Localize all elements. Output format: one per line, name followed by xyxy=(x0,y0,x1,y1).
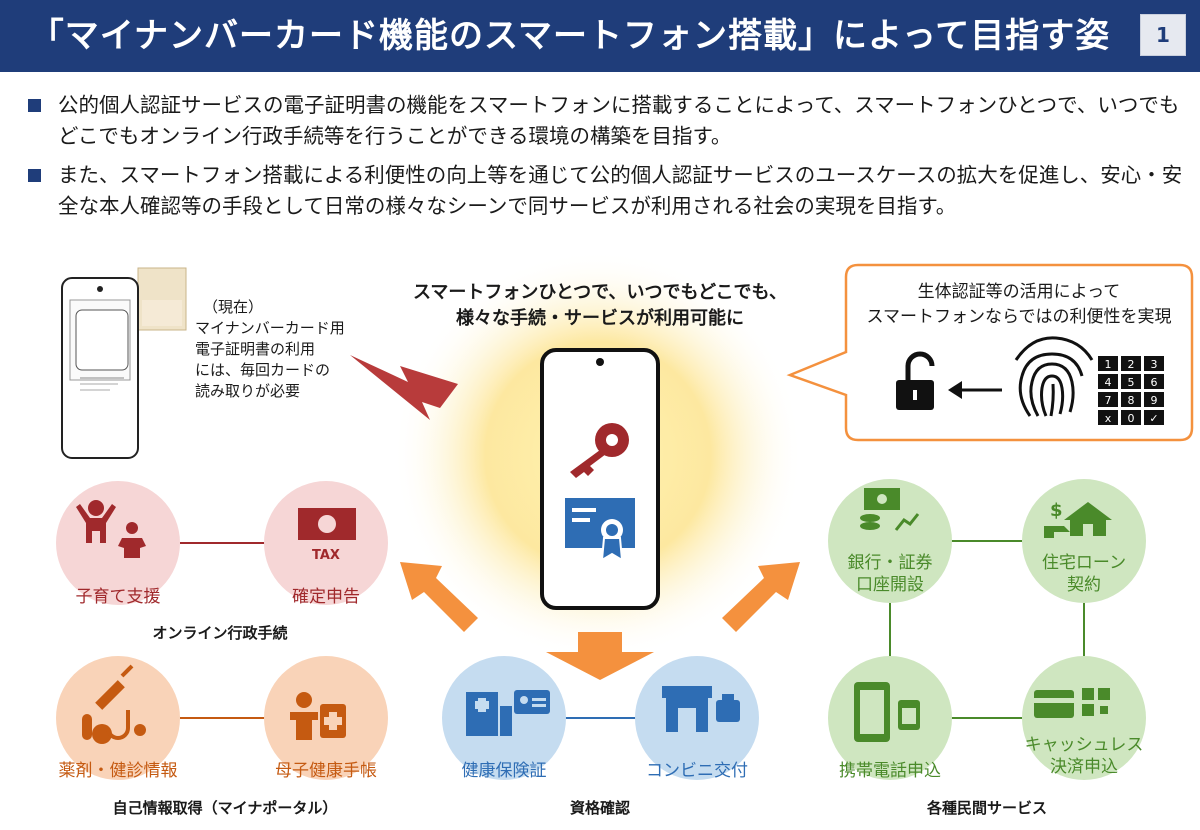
circle-cashless xyxy=(1022,656,1146,780)
label-bank-line2: 口座開設 xyxy=(856,575,924,595)
keypad-key xyxy=(1098,374,1118,389)
label-tax-icon: TAX xyxy=(312,548,340,563)
current-note: （現在） マイナンバーカード用 電子証明書の利用 には、毎回カードの 読み取りが… xyxy=(195,297,345,402)
label-childcare: 子育て支援 xyxy=(75,587,161,607)
central-smartphone xyxy=(540,348,660,610)
key-icon xyxy=(570,423,629,478)
arrow-left-icon xyxy=(948,381,1002,399)
label-tax-return: 確定申告 xyxy=(292,587,360,607)
bullet-item-2: また、スマートフォン搭載による利便性の向上等を通じて公的個人認証サービスのユース… xyxy=(28,160,1188,222)
label-insurance: 健康保険証 xyxy=(461,761,547,781)
keypad-key-label: 8 xyxy=(1128,394,1135,407)
keypad-key-label: 4 xyxy=(1105,376,1112,389)
bubble-text-line2: スマートフォンならではの利便性を実現 xyxy=(866,307,1172,327)
keypad-key-label: 0 xyxy=(1128,412,1135,425)
label-mobile: 携帯電話申込 xyxy=(839,761,941,781)
connector-private xyxy=(889,540,1085,719)
left-arrow xyxy=(400,562,478,632)
hospital-id-icon xyxy=(466,690,550,736)
money-tax-icon xyxy=(298,508,356,540)
certificate-icon xyxy=(565,498,635,562)
label-medical: 薬剤・健診情報 xyxy=(58,761,178,781)
caption-qual: 資格確認 xyxy=(569,799,630,817)
keypad-key-label: 3 xyxy=(1151,358,1158,371)
center-headline-line1: スマートフォンひとつで、いつでもどこでも、 xyxy=(412,282,788,303)
label-convenience: コンビニ交付 xyxy=(646,761,748,781)
circle-bank xyxy=(828,479,952,603)
keypad-key xyxy=(1121,374,1141,389)
baby-book-icon xyxy=(290,692,346,740)
keypad-key xyxy=(1144,356,1164,371)
label-cashless-line1: キャッシュレス xyxy=(1024,735,1144,755)
syringe-pill-icon xyxy=(82,664,146,744)
label-cashless: キャッシュレス 決済申込 xyxy=(1014,734,1154,778)
page-number: 1 xyxy=(1140,14,1186,56)
current-note-line2: マイナンバーカード用 xyxy=(195,319,345,337)
keypad-key-label: ✓ xyxy=(1149,412,1158,425)
bubble-text: 生体認証等の活用によって スマートフォンならではの利便性を実現 xyxy=(848,280,1190,330)
bubble-text-line1: 生体認証等の活用によって xyxy=(917,282,1121,302)
down-arrow xyxy=(546,632,654,680)
speech-bubble: 1 2 3 4 5 6 7 8 9 x 0 ✓ xyxy=(786,263,1194,442)
current-note-line1: （現在） xyxy=(203,298,264,316)
keypad-icon: 1 2 3 4 5 6 7 8 9 x 0 ✓ xyxy=(1098,356,1164,425)
label-cashless-line2: 決済申込 xyxy=(1050,757,1118,777)
keypad-key xyxy=(1121,410,1141,425)
current-phone-illustration xyxy=(61,267,187,459)
caption-private: 各種民間サービス xyxy=(926,799,1047,817)
store-printer-icon xyxy=(662,686,740,732)
circle-medical xyxy=(56,656,180,780)
keypad-key-label: x xyxy=(1105,412,1112,425)
current-note-line5: 読み取りが必要 xyxy=(195,382,301,400)
caption-portal: 自己情報取得（マイナポータル） xyxy=(112,799,338,817)
keypad-key xyxy=(1098,356,1118,371)
header-bar: 「マイナンバーカード機能のスマートフォン搭載」によって目指す姿 1 xyxy=(0,0,1200,72)
keypad-key-label: 2 xyxy=(1128,358,1135,371)
keypad-key xyxy=(1121,356,1141,371)
bullet-item-1: 公的個人認証サービスの電子証明書の機能をスマートフォンに搭載することによって、ス… xyxy=(28,90,1188,152)
keypad-key xyxy=(1121,392,1141,407)
current-to-phone-arrow xyxy=(350,355,458,420)
keypad-key xyxy=(1144,392,1164,407)
keypad-key-label: 6 xyxy=(1151,376,1158,389)
center-headline: スマートフォンひとつで、いつでもどこでも、 様々な手続・サービスが利用可能に xyxy=(410,280,790,332)
keypad-key xyxy=(1098,392,1118,407)
label-mortgage-line1: 住宅ローン xyxy=(1041,553,1127,573)
mobile-sim-icon xyxy=(854,682,920,742)
label-bank-line1: 銀行・証券 xyxy=(847,553,933,573)
bullet-list: 公的個人認証サービスの電子証明書の機能をスマートフォンに搭載することによって、ス… xyxy=(28,90,1188,230)
svg-text:$: $ xyxy=(1050,500,1063,521)
label-mortgage-line2: 契約 xyxy=(1067,575,1101,595)
bank-chart-icon xyxy=(860,488,920,531)
card-qr-icon xyxy=(1034,688,1110,718)
label-bank: 銀行・証券 口座開設 xyxy=(830,552,950,596)
family-icon xyxy=(76,500,146,558)
circle-mortgage xyxy=(1022,479,1146,603)
caption-admin: オンライン行政手続 xyxy=(152,624,288,642)
circle-childcare xyxy=(56,481,180,605)
current-note-line3: 電子証明書の利用 xyxy=(195,340,316,358)
keypad-key-label: 1 xyxy=(1105,358,1112,371)
keypad-key-label: 5 xyxy=(1128,376,1135,389)
label-mortgage: 住宅ローン 契約 xyxy=(1024,552,1144,596)
right-arrow xyxy=(722,562,800,632)
keypad-key-label: 7 xyxy=(1105,394,1112,407)
circle-tax xyxy=(264,481,388,605)
keypad-key-label: 9 xyxy=(1151,394,1158,407)
keypad-key xyxy=(1144,374,1164,389)
current-note-line4: には、毎回カードの xyxy=(195,361,331,379)
house-hand-icon: $ xyxy=(1044,500,1112,538)
unlock-icon xyxy=(896,351,935,410)
label-maternity: 母子健康手帳 xyxy=(275,761,377,781)
keypad-key xyxy=(1144,410,1164,425)
keypad-key xyxy=(1098,410,1118,425)
center-headline-line2: 様々な手続・サービスが利用可能に xyxy=(456,308,744,329)
fingerprint-icon xyxy=(1014,336,1094,417)
page-title: 「マイナンバーカード機能のスマートフォン搭載」によって目指す姿 xyxy=(29,16,1111,56)
